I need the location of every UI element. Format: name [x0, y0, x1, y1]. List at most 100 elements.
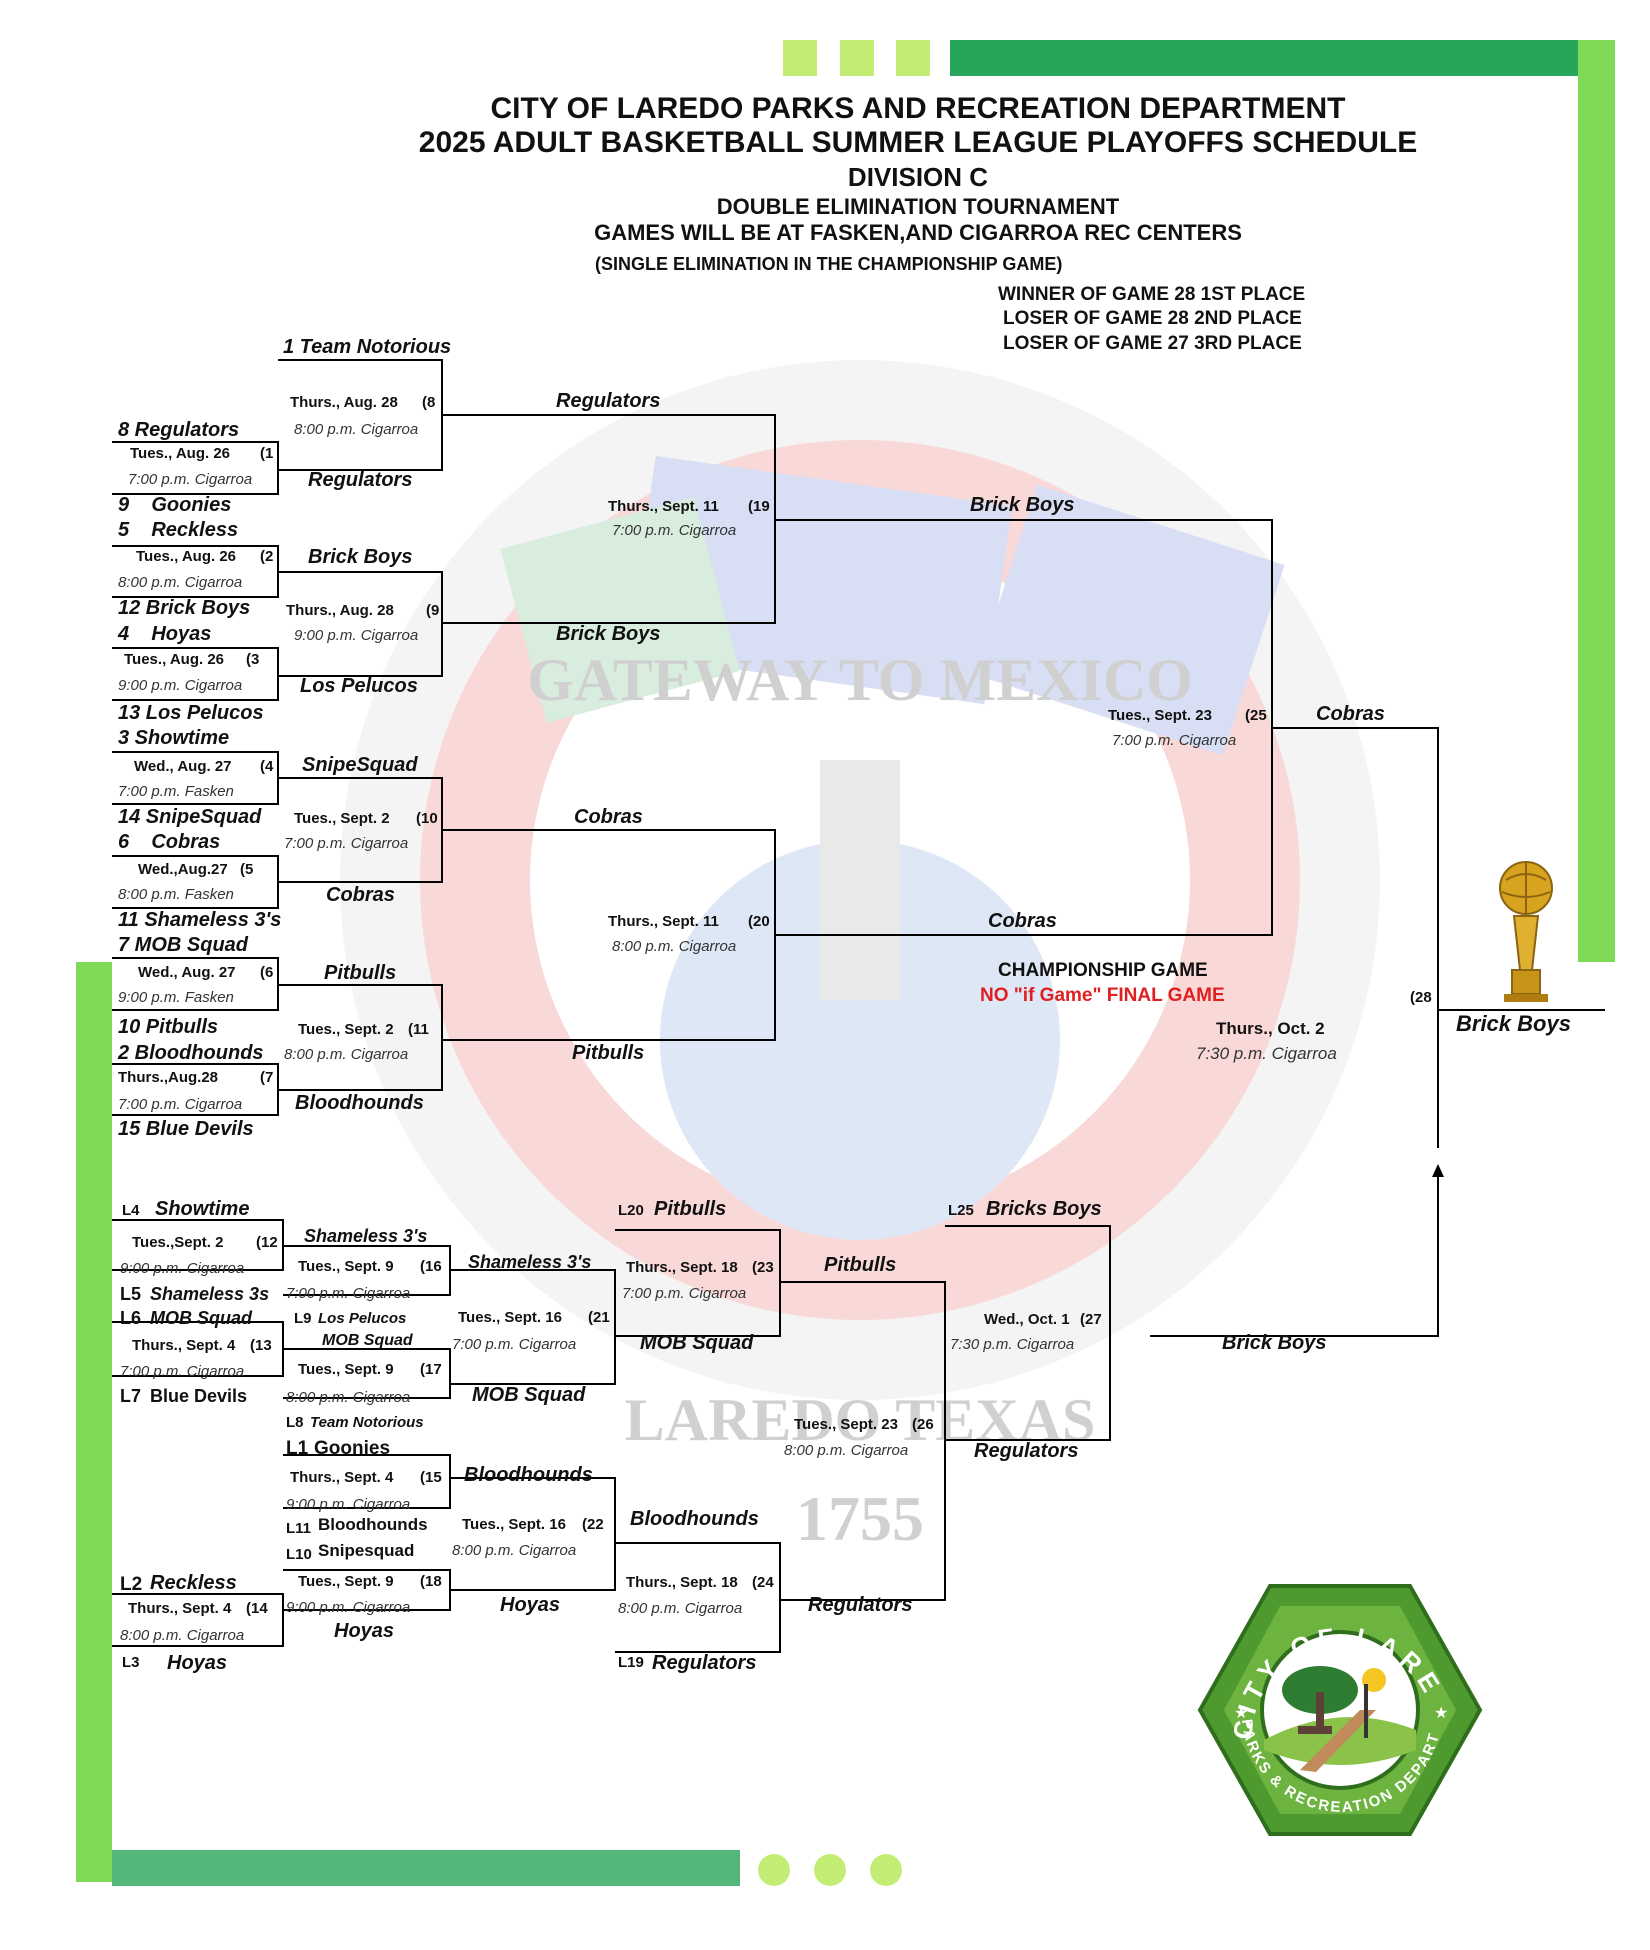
loser-l19: Regulators	[652, 1652, 757, 1674]
seed-12: 12 Brick Boys	[118, 597, 251, 619]
game-9-loc: 9:00 p.m. Cigarroa	[294, 627, 419, 644]
game-19-loc: 7:00 p.m. Cigarroa	[612, 522, 737, 539]
game-21-no: (21	[588, 1309, 610, 1326]
winner-25: Cobras	[1316, 703, 1385, 725]
game-22-loc: 8:00 p.m. Cigarroa	[452, 1542, 577, 1559]
game-11-no: (11	[408, 1021, 429, 1038]
game-11-date: Tues., Sept. 2	[298, 1021, 394, 1038]
game-23-date: Thurs., Sept. 18	[626, 1259, 738, 1276]
game-22-no: (22	[582, 1516, 604, 1533]
game-16-loc: 7:00 p.m. Cigarroa	[286, 1285, 411, 1302]
frame-bottom-dot-2	[814, 1854, 846, 1886]
loser-l5: Shameless 3s	[150, 1284, 270, 1304]
game-13-loc: 7:00 p.m. Cigarroa	[120, 1363, 245, 1380]
winner-5: Cobras	[326, 884, 395, 906]
frame-top-bar	[950, 40, 1578, 76]
loser-l8: Team Notorious	[310, 1414, 424, 1431]
game-4-date: Wed., Aug. 27	[134, 758, 232, 775]
game-11-loc: 8:00 p.m. Cigarroa	[284, 1046, 409, 1063]
loser-l20: Pitbulls	[654, 1198, 727, 1220]
seed-5: 5 Reckless	[118, 519, 239, 541]
frame-top-square-2	[840, 40, 874, 76]
header-format: DOUBLE ELIMINATION TOURNAMENT	[716, 194, 1120, 219]
game-3-date: Tues., Aug. 26	[124, 651, 225, 668]
game-4-loc: 7:00 p.m. Fasken	[118, 783, 234, 800]
loser-l4: Showtime	[155, 1198, 250, 1220]
winner-2: Brick Boys	[308, 546, 413, 568]
loser-tag-l20: L20	[618, 1202, 644, 1219]
loser-l3: Hoyas	[167, 1652, 228, 1674]
game-27-date: Wed., Oct. 1	[984, 1311, 1070, 1328]
game-18-no: (18	[420, 1573, 442, 1590]
game-24-no: (24	[752, 1574, 774, 1591]
game-3-no: (3	[246, 651, 260, 668]
seed-9: 9 Goonies	[118, 494, 232, 516]
winner-26: Regulators	[974, 1440, 1079, 1462]
game-17-date: Tues., Sept. 9	[298, 1361, 394, 1378]
header-title-1: CITY OF LAREDO PARKS AND RECREATION DEPA…	[490, 92, 1346, 125]
seed-8: 8 Regulators	[118, 419, 240, 441]
loser-tag-l7: L7	[120, 1386, 142, 1406]
winner-15: Bloodhounds	[464, 1464, 593, 1486]
game-24-loc: 8:00 p.m. Cigarroa	[618, 1600, 743, 1617]
game-6-date: Wed., Aug. 27	[138, 964, 236, 981]
place-1: WINNER OF GAME 28 1ST PLACE	[998, 284, 1306, 305]
loser-tag-l5: L5	[120, 1284, 142, 1304]
loser-l11: Bloodhounds	[318, 1515, 428, 1534]
loser-l9: Los Pelucos	[318, 1310, 407, 1327]
seed-3: 3 Showtime	[118, 727, 230, 749]
frame-bottom-dot-1	[758, 1854, 790, 1886]
watermark-banner-text: GATEWAY TO MEXICO	[527, 647, 1193, 713]
loser-l6: MOB Squad	[150, 1308, 252, 1328]
game-23-loc: 7:00 p.m. Cigarroa	[622, 1285, 747, 1302]
game-7-date: Thurs.,Aug.28	[118, 1069, 219, 1086]
game-19-no: (19	[748, 498, 770, 515]
loser-l25: Bricks Boys	[986, 1198, 1102, 1220]
loser-tag-l25: L25	[948, 1202, 974, 1219]
winner-27: Brick Boys	[1222, 1332, 1327, 1354]
loser-l2: Reckless	[150, 1572, 237, 1594]
header-note: (SINGLE ELIMINATION IN THE CHAMPIONSHIP …	[595, 254, 1063, 274]
game-26-date: Tues., Sept. 23	[794, 1416, 898, 1433]
winner-19: Brick Boys	[970, 494, 1075, 516]
game-25-no: (25	[1245, 707, 1267, 724]
championship-title: CHAMPIONSHIP GAME	[998, 960, 1208, 981]
game-17-no: (17	[420, 1361, 442, 1378]
loser-tag-l8: L8	[286, 1414, 304, 1431]
loser-tag-l1: L1	[286, 1438, 309, 1459]
game-15-no: (15	[420, 1469, 442, 1486]
game-15-date: Thurs., Sept. 4	[290, 1469, 394, 1486]
game-24-date: Thurs., Sept. 18	[626, 1574, 738, 1591]
championship-game-no: (28	[1410, 989, 1432, 1006]
winner-7: Bloodhounds	[295, 1092, 424, 1114]
winner-17: MOB Squad	[472, 1384, 586, 1406]
game-1-date: Tues., Aug. 26	[130, 445, 231, 462]
game-9-date: Thurs., Aug. 28	[286, 602, 394, 619]
winner-20: Cobras	[988, 910, 1057, 932]
frame-top-corner	[1578, 40, 1615, 76]
winner-18: Hoyas	[500, 1594, 561, 1616]
place-3: LOSER OF GAME 27 3RD PLACE	[1003, 333, 1302, 354]
winner-12: Shameless 3's	[304, 1226, 428, 1246]
game-12-date: Tues.,Sept. 2	[132, 1234, 224, 1251]
game-10-loc: 7:00 p.m. Cigarroa	[284, 835, 409, 852]
parks-logo: CITY OF LAREDO PARKS & RECREATION DEPART…	[1190, 1580, 1483, 1836]
winner-21: MOB Squad	[640, 1332, 754, 1354]
header-title-2: 2025 ADULT BASKETBALL SUMMER LEAGUE PLAY…	[418, 126, 1418, 159]
seed-13: 13 Los Pelucos	[118, 702, 264, 724]
game-4-no: (4	[260, 758, 274, 775]
loser-tag-l19: L19	[618, 1654, 644, 1671]
game-18-date: Tues., Sept. 9	[298, 1573, 394, 1590]
winner-13: MOB Squad	[322, 1332, 413, 1349]
game-2-no: (2	[260, 548, 274, 565]
loser-tag-l9: L9	[294, 1310, 312, 1327]
frame-top-square-3	[896, 40, 930, 76]
winner-10: Cobras	[574, 806, 643, 828]
game-20-date: Thurs., Sept. 11	[608, 913, 719, 930]
game-1-loc: 7:00 p.m. Cigarroa	[128, 471, 253, 488]
winner-24: Regulators	[808, 1594, 913, 1616]
loser-tag-l6: L6	[120, 1308, 142, 1328]
loser-l1: Goonies	[314, 1438, 391, 1459]
